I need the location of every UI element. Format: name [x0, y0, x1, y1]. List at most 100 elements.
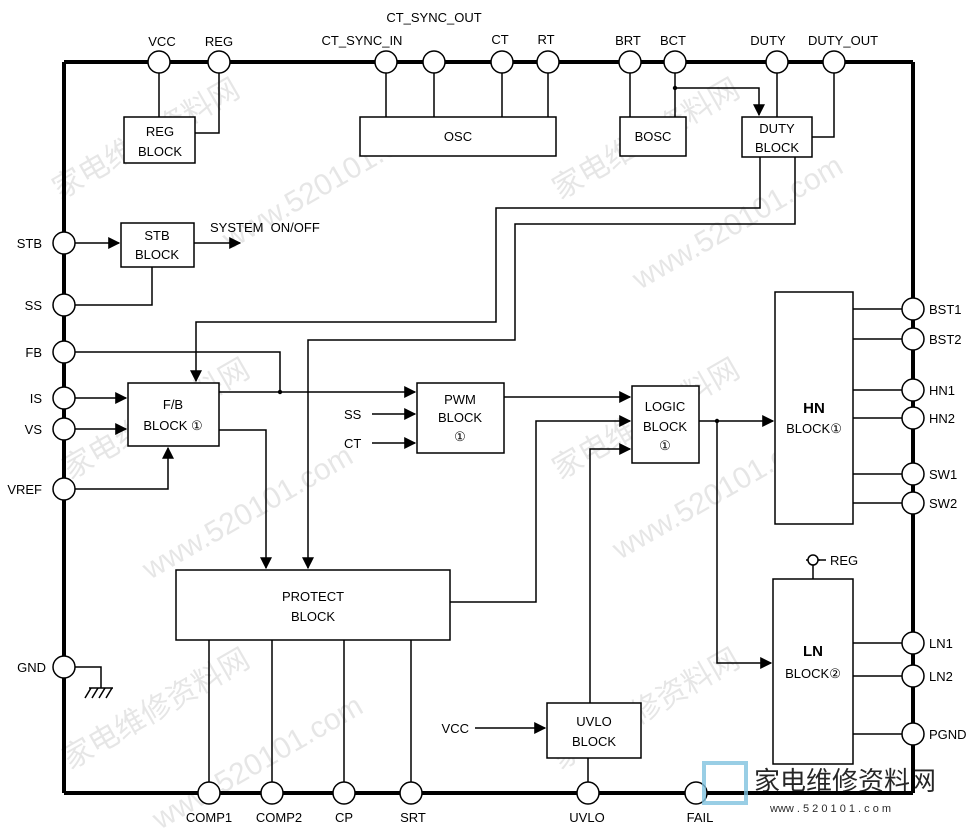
stb-block-label: STB: [144, 228, 169, 243]
reg-block-label: BLOCK: [138, 144, 182, 159]
ln-block: [772, 578, 854, 765]
pin-ct-sync-out: [422, 50, 446, 74]
fb-block-label: BLOCK ①: [143, 418, 202, 433]
pin-ct: [490, 50, 514, 74]
pin-label-bct: BCT: [660, 33, 686, 48]
reg-block-label: REG: [146, 124, 174, 139]
pin-label-ct: CT: [491, 32, 508, 47]
pin-fail: [684, 781, 708, 805]
pin-label-hn1: HN1: [929, 383, 955, 398]
pin-label-sw1: SW1: [929, 467, 957, 482]
junction-dot: [672, 85, 678, 91]
uvlo-block-label: BLOCK: [572, 734, 616, 749]
watermark-text: 家电维修资料网: [57, 642, 255, 776]
logic-block-label: LOGIC: [645, 399, 685, 414]
watermark-text: www.520101.com: [626, 149, 848, 296]
logic-block-label: BLOCK: [643, 419, 687, 434]
logic-block: [631, 385, 700, 464]
pin-label-duty-out: DUTY_OUT: [808, 33, 878, 48]
pin-label-comp2: COMP2: [256, 810, 302, 825]
pin-sw1: [901, 462, 925, 486]
pin-ct-sync-in: [374, 50, 398, 74]
osc-block: [359, 116, 557, 157]
pin-label-comp1: COMP1: [186, 810, 232, 825]
uvlo-vcc-label: VCC: [442, 721, 469, 736]
ln-block-label: LN: [803, 643, 823, 660]
bosc-block: [619, 116, 687, 157]
pin-comp2: [260, 781, 284, 805]
logo-icon: [702, 761, 748, 805]
logic-block-label: ①: [659, 438, 671, 453]
pin-label-gnd: GND: [17, 660, 46, 675]
pin-label-uvlo: UVLO: [569, 810, 604, 825]
pin-cp: [332, 781, 356, 805]
logo-text-url: www . 5 2 0 1 0 1 . c o m: [769, 803, 891, 815]
fb-block-label: F/B: [163, 397, 183, 412]
pin-label-rt: RT: [537, 32, 554, 47]
pin-sw2: [901, 491, 925, 515]
fb-block: [127, 382, 220, 447]
pin-label-sw2: SW2: [929, 496, 957, 511]
pwm-ct-label: CT: [344, 436, 361, 451]
pin-label-ss: SS: [25, 298, 43, 313]
junction-dot: [714, 418, 720, 424]
logo-text-cn: 家电维修资料网: [754, 767, 936, 797]
pin-fb: [52, 340, 76, 364]
pin-ln2: [901, 664, 925, 688]
pin-duty: [765, 50, 789, 74]
pin-label-fail: FAIL: [687, 810, 714, 825]
pin-label-brt: BRT: [615, 33, 641, 48]
protect-block-label: PROTECT: [282, 589, 344, 604]
pin-srt: [399, 781, 423, 805]
pin-rt: [536, 50, 560, 74]
pins: [52, 50, 925, 805]
wires: [75, 73, 902, 782]
pin-reg: [207, 50, 231, 74]
pin-vref: [52, 477, 76, 501]
bosc-block-label: BOSC: [635, 129, 672, 144]
duty-block-label: BLOCK: [755, 140, 799, 155]
stb-block-label: BLOCK: [135, 247, 179, 262]
pwm-block-label: BLOCK: [438, 410, 482, 425]
pin-hn2: [901, 406, 925, 430]
watermark-logo: 家电维修资料网 www . 5 2 0 1 0 1 . c o m: [702, 761, 936, 815]
system-onoff-label: SYSTEM ON/OFF: [210, 220, 320, 235]
pwm-block-label: ①: [454, 429, 466, 444]
ln-reg-terminal: [807, 554, 819, 566]
pin-label-vcc: VCC: [148, 34, 175, 49]
pin-label-bst2: BST2: [929, 332, 962, 347]
pin-comp1: [197, 781, 221, 805]
pin-label-ln2: LN2: [929, 669, 953, 684]
pin-pgnd: [901, 722, 925, 746]
pin-label-srt: SRT: [400, 810, 426, 825]
pin-label-cp: CP: [335, 810, 353, 825]
pin-brt: [618, 50, 642, 74]
pin-stb: [52, 231, 76, 255]
ground-symbol: [84, 687, 113, 699]
pin-label-hn2: HN2: [929, 411, 955, 426]
pin-label-duty: DUTY: [750, 33, 786, 48]
pin-is: [52, 386, 76, 410]
pwm-block-label: PWM: [444, 392, 476, 407]
pin-label-ln1: LN1: [929, 636, 953, 651]
pin-label-stb: STB: [17, 236, 42, 251]
protect-block: [175, 569, 451, 641]
pin-gnd: [52, 655, 76, 679]
hn-block-label: HN: [803, 400, 825, 417]
pin-vs: [52, 417, 76, 441]
junction-dot: [277, 389, 283, 395]
pin-ss: [52, 293, 76, 317]
pin-label-reg: REG: [205, 34, 233, 49]
ln-reg-label: REG: [830, 553, 858, 568]
osc-block-label: OSC: [444, 129, 472, 144]
pin-label-ct-sync-out: CT_SYNC_OUT: [386, 10, 481, 25]
pin-ln1: [901, 631, 925, 655]
pin-label-is: IS: [30, 391, 43, 406]
pin-hn1: [901, 378, 925, 402]
pin-label-ct-sync-in: CT_SYNC_IN: [322, 33, 403, 48]
pin-duty-out: [822, 50, 846, 74]
pin-uvlo: [576, 781, 600, 805]
protect-block-label: BLOCK: [291, 609, 335, 624]
pwm-block: [416, 382, 505, 454]
